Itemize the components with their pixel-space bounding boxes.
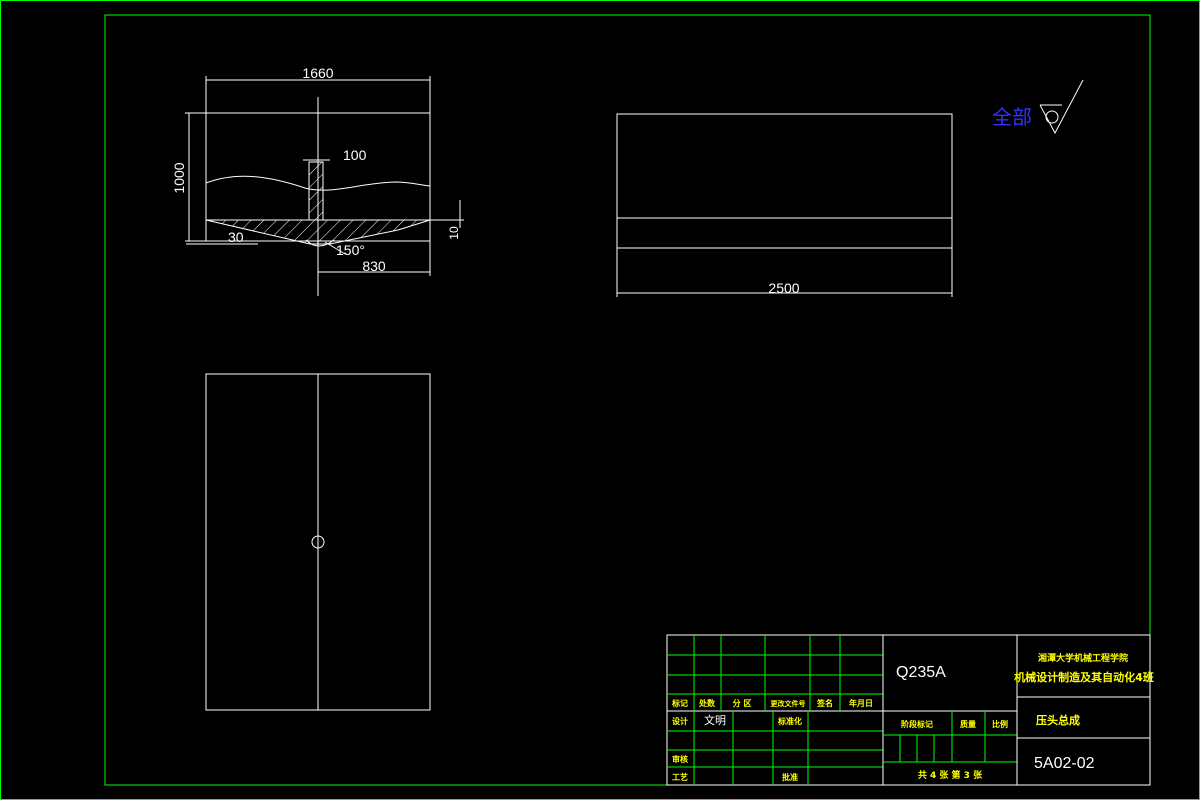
header-date: 年月日 xyxy=(849,698,873,708)
row-design: 设计 xyxy=(672,716,688,726)
title-block-frame xyxy=(666,634,1151,786)
sheet-info: 共 4 张 第 3 张 xyxy=(918,769,983,781)
dim-1000: 1000 xyxy=(171,162,187,193)
roughness-check-icon xyxy=(1039,79,1084,135)
row-process: 工艺 xyxy=(672,772,688,782)
row-review: 审核 xyxy=(672,754,688,764)
angle-150: 150° xyxy=(336,242,365,258)
angle-leader xyxy=(324,241,346,255)
angle-arc xyxy=(305,239,335,247)
scale-label: 比例 xyxy=(992,719,1008,729)
header-count: 处数 xyxy=(698,698,716,708)
weight-label: 质量 xyxy=(960,719,976,729)
row-approve: 批准 xyxy=(782,772,798,782)
header-change-doc: 更改文件号 xyxy=(771,699,806,708)
header-signature: 签名 xyxy=(816,698,833,708)
row-standardize: 标准化 xyxy=(777,716,802,726)
center-hole-icon xyxy=(311,535,325,549)
material: Q235A xyxy=(896,664,946,681)
dim-2500: 2500 xyxy=(768,280,799,296)
side-view-outline xyxy=(616,113,953,249)
top-view xyxy=(205,373,431,711)
break-line-upper xyxy=(205,175,431,191)
dim-100: 100 xyxy=(343,147,367,163)
title-block: Q235A 湘潭大学机械工程学院 机械设计制造及其自动化4班 压头总成 5A02… xyxy=(666,634,1154,786)
dim-10: 10 xyxy=(447,226,461,240)
inner-frame xyxy=(104,14,1151,786)
part-name: 压头总成 xyxy=(1036,713,1080,727)
stage-mark: 阶段标记 xyxy=(901,719,933,729)
dim-830: 830 xyxy=(362,258,386,274)
drawing-number: 5A02-02 xyxy=(1034,755,1095,772)
roughness-circle-icon xyxy=(1045,110,1059,124)
header-zone: 分 区 xyxy=(733,698,752,708)
designer-name: 文明 xyxy=(704,713,726,727)
hatched-slot xyxy=(308,161,324,221)
dim-1660: 1660 xyxy=(302,65,333,81)
header-mark: 标记 xyxy=(671,698,688,708)
surface-finish-symbol: 全部 xyxy=(992,79,1084,135)
institution-line2: 机械设计制造及其自动化4班 xyxy=(1014,670,1154,684)
dim-30: 30 xyxy=(228,229,244,245)
institution-line1: 湘潭大学机械工程学院 xyxy=(1038,652,1128,664)
side-view: 2500 xyxy=(616,113,953,297)
hatched-section xyxy=(205,219,431,245)
front-view: 1660 1000 100 30 150° 830 10 xyxy=(171,65,464,296)
surface-finish-label: 全部 xyxy=(992,105,1032,129)
